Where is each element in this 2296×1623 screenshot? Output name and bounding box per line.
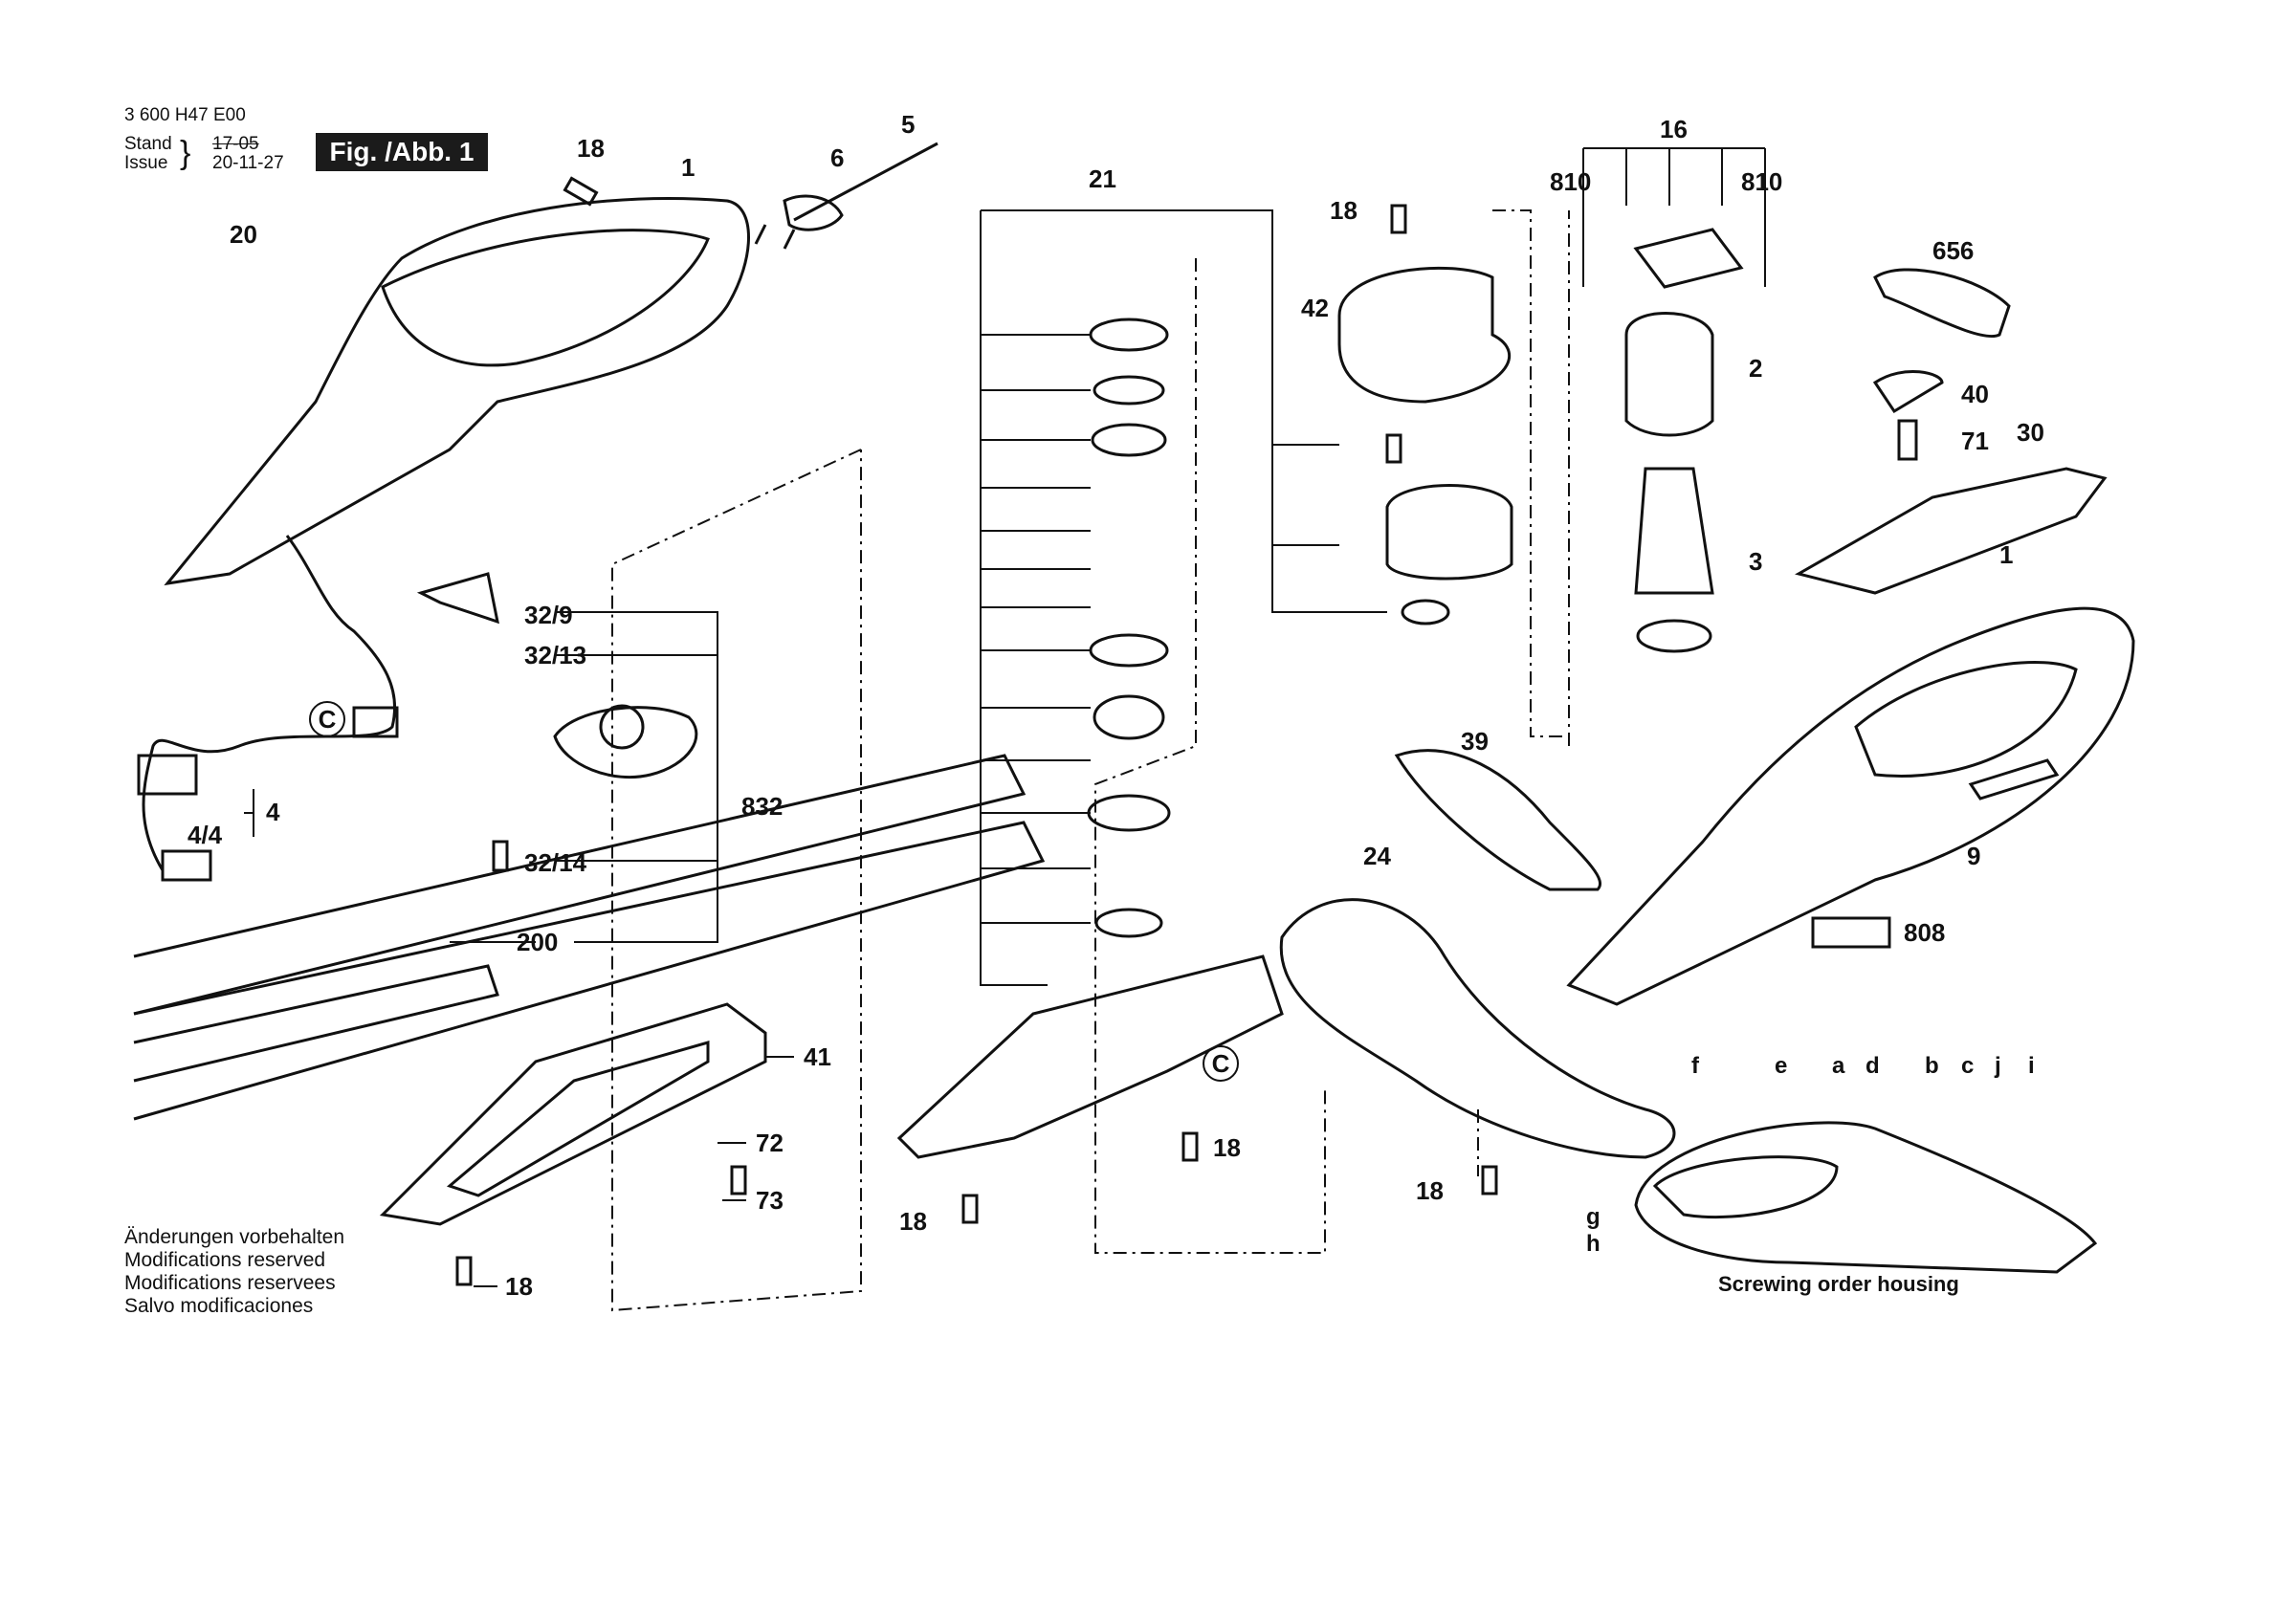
part-label-16: 16 xyxy=(1660,115,1688,143)
bracket-832 xyxy=(555,611,718,943)
screwing-order-housing xyxy=(1634,1121,2098,1274)
field-2 xyxy=(1624,312,1714,437)
clip-32-9 xyxy=(416,572,499,625)
lower-housing-41 xyxy=(379,1002,767,1226)
part-label-9: 9 xyxy=(1967,842,1981,870)
part-label-39: 39 xyxy=(1461,727,1489,756)
part-label-21: 21 xyxy=(1089,164,1116,193)
bearing-flange xyxy=(1385,484,1513,581)
label-808 xyxy=(1811,916,1891,949)
callout-c-center: C xyxy=(1203,1045,1239,1082)
screws xyxy=(455,176,1498,1286)
disclaimer-block: Änderungen vorbehalten Modifications res… xyxy=(124,1226,344,1318)
part-label-18: 18 xyxy=(577,134,605,163)
bracket-16 xyxy=(1582,147,1766,287)
disclaimer-line: Modifications reserved xyxy=(124,1249,326,1271)
screw-order-b: b xyxy=(1925,1053,1939,1079)
motor-cover-42 xyxy=(1337,266,1512,404)
screw-order-c: c xyxy=(1961,1053,1975,1079)
wiring-harness xyxy=(142,535,397,871)
part-label-4: 4 xyxy=(266,798,280,826)
part-label-656: 656 xyxy=(1932,236,1975,265)
screw-order-g: g xyxy=(1586,1204,1601,1230)
top-cover-30 xyxy=(1795,467,2108,595)
part-label-32-9: 32/9 xyxy=(524,601,573,629)
part-label-30: 30 xyxy=(2017,418,2044,447)
brush-holder-16 xyxy=(1633,228,1744,289)
bearing-ring xyxy=(1089,318,1169,352)
part-label-810-right: 810 xyxy=(1741,167,1783,196)
blade-upper xyxy=(133,754,1027,1016)
part-label-3: 3 xyxy=(1749,547,1763,576)
connector-c xyxy=(352,706,399,738)
bracket-glyph: } xyxy=(180,135,191,171)
part-label-200: 200 xyxy=(517,928,559,956)
drawing-number: 3 600 H47 E00 xyxy=(124,105,246,125)
housing-1-right xyxy=(1566,606,2135,1006)
dashed-guide-center xyxy=(1094,258,1326,1254)
part-label-6: 6 xyxy=(830,143,845,172)
stand-value: 17-05 xyxy=(212,134,259,154)
screw-order-e: e xyxy=(1775,1053,1788,1079)
part-label-18-gear: 18 xyxy=(1213,1133,1241,1162)
part-label-5: 5 xyxy=(901,110,916,139)
part-label-1: 1 xyxy=(681,153,695,182)
label-9 xyxy=(1968,758,2060,801)
figure-title: Fig. /Abb. 1 xyxy=(316,133,488,171)
callout-c-left: C xyxy=(309,701,345,737)
part-label-18-top: 18 xyxy=(1330,196,1358,225)
cable-sleeve xyxy=(793,142,938,222)
upper-handle-part xyxy=(164,197,750,586)
gear-plate xyxy=(553,706,698,779)
disclaimer-line: Änderungen vorbehalten xyxy=(124,1226,345,1248)
gearbox-base xyxy=(896,954,1284,1159)
front-handle-24 xyxy=(1279,898,1676,1159)
dashed-guide-motor xyxy=(1492,209,1570,746)
issue-label: Issue xyxy=(124,153,168,173)
part-label-32-13: 32/13 xyxy=(524,641,587,669)
lever-656 xyxy=(1873,268,2011,339)
issue-value: 20-11-27 xyxy=(212,153,284,173)
part-label-73: 73 xyxy=(756,1186,784,1215)
screw-order-i: i xyxy=(2028,1053,2035,1079)
part-label-72: 72 xyxy=(756,1129,784,1157)
screw-order-h: h xyxy=(1586,1231,1601,1257)
part-label-41: 41 xyxy=(804,1042,831,1071)
part-label-18-handle: 18 xyxy=(1416,1176,1444,1205)
armature-3 xyxy=(1634,467,1714,595)
part-label-810-left: 810 xyxy=(1550,167,1592,196)
part-label-42: 42 xyxy=(1301,294,1329,322)
dashed-guide-left xyxy=(611,449,862,1312)
trigger-40 xyxy=(1872,369,1944,414)
part-label-4-4: 4/4 xyxy=(188,821,223,849)
bracket-21 xyxy=(980,209,1387,986)
spring-71 xyxy=(1897,419,1918,461)
part-label-808: 808 xyxy=(1904,918,1946,947)
part-label-71: 71 xyxy=(1961,427,1989,455)
screw-order-f: f xyxy=(1691,1053,1699,1079)
part-label-40: 40 xyxy=(1961,380,1989,408)
part-label-24: 24 xyxy=(1363,842,1391,870)
screwing-order-caption: Screwing order housing xyxy=(1718,1272,1959,1296)
part-label-2: 2 xyxy=(1749,354,1763,383)
switch-4-4 xyxy=(161,849,212,882)
part-label-832: 832 xyxy=(741,792,784,821)
part-label-32-14: 32/14 xyxy=(524,848,587,877)
stand-label: Stand xyxy=(124,134,172,154)
screw-order-j: j xyxy=(1995,1053,2001,1079)
part-label-18-base: 18 xyxy=(899,1207,927,1236)
screw-order-d: d xyxy=(1866,1053,1880,1079)
part-label-20: 20 xyxy=(230,220,257,249)
part-label-1-right: 1 xyxy=(1999,540,2014,569)
disclaimer-line: Modifications reservees xyxy=(124,1272,336,1294)
vent-cover-39 xyxy=(1394,749,1601,891)
switch-4 xyxy=(137,754,198,796)
handle-opening xyxy=(381,229,710,367)
disclaimer-line: Salvo modificaciones xyxy=(124,1295,314,1317)
screw-order-a: a xyxy=(1832,1053,1845,1079)
blade-guard-200 xyxy=(133,821,1046,1121)
part-label-18-bottom: 18 xyxy=(505,1272,533,1301)
